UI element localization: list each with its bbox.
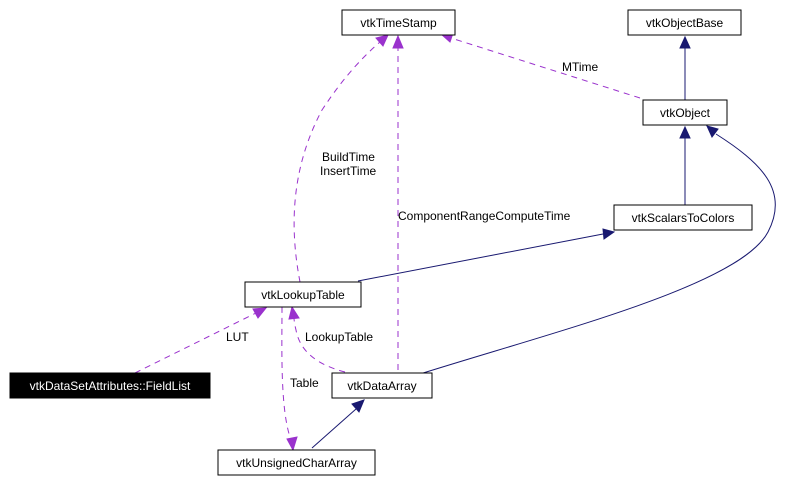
edge-label-lookup-table: LookupTable bbox=[305, 330, 373, 344]
edge-object-mtime-timestamp bbox=[439, 32, 641, 99]
node-label-vtkdataarray: vtkDataArray bbox=[347, 379, 416, 393]
node-vtktimestamp[interactable]: vtkTimeStamp bbox=[341, 9, 456, 36]
edge-label-component-range: ComponentRangeComputeTime bbox=[398, 209, 571, 223]
edge-label-insert-time: InsertTime bbox=[320, 164, 377, 178]
edge-unsignedchararray-table-lookuptable bbox=[281, 306, 298, 452]
node-label-vtkobjectbase: vtkObjectBase bbox=[646, 16, 724, 30]
node-label-vtktimestamp: vtkTimeStamp bbox=[360, 16, 437, 30]
node-label-fieldlist: vtkDataSetAttributes::FieldList bbox=[30, 379, 191, 393]
edge-object-to-objectbase bbox=[679, 35, 691, 100]
edge-lookuptable-to-scalarstocolors bbox=[357, 228, 616, 282]
node-label-vtkobject: vtkObject bbox=[660, 106, 711, 120]
edge-lookuptable-buildtime-timestamp bbox=[293, 34, 389, 283]
edge-dataarray-componentrange-timestamp bbox=[392, 34, 404, 370]
node-vtkobject[interactable]: vtkObject bbox=[642, 99, 728, 126]
node-vtkdataarray[interactable]: vtkDataArray bbox=[331, 372, 433, 399]
edge-fieldlist-lut-lookuptable bbox=[134, 307, 268, 374]
node-label-vtklookuptable: vtkLookupTable bbox=[261, 288, 345, 302]
edge-label-table: Table bbox=[290, 376, 319, 390]
node-vtkscalarstocolors[interactable]: vtkScalarsToColors bbox=[613, 204, 753, 231]
node-vtkunsignedchararray[interactable]: vtkUnsignedCharArray bbox=[217, 449, 376, 476]
node-fieldlist[interactable]: vtkDataSetAttributes::FieldList bbox=[9, 372, 211, 399]
edge-dataarray-to-object bbox=[419, 125, 776, 375]
edge-label-mtime: MTime bbox=[562, 60, 599, 74]
node-label-vtkscalarstocolors: vtkScalarsToColors bbox=[632, 211, 735, 225]
edge-label-lut: LUT bbox=[226, 330, 249, 344]
edge-scalarstocolors-to-object bbox=[679, 125, 691, 205]
node-vtklookuptable[interactable]: vtkLookupTable bbox=[244, 281, 362, 308]
edge-unsignedchararray-to-dataarray bbox=[311, 399, 365, 449]
node-label-vtkunsignedchararray: vtkUnsignedCharArray bbox=[236, 456, 357, 470]
edge-dataarray-lookuptable bbox=[288, 305, 346, 373]
node-vtkobjectbase[interactable]: vtkObjectBase bbox=[627, 9, 742, 36]
edge-label-build-time: BuildTime bbox=[322, 150, 375, 164]
